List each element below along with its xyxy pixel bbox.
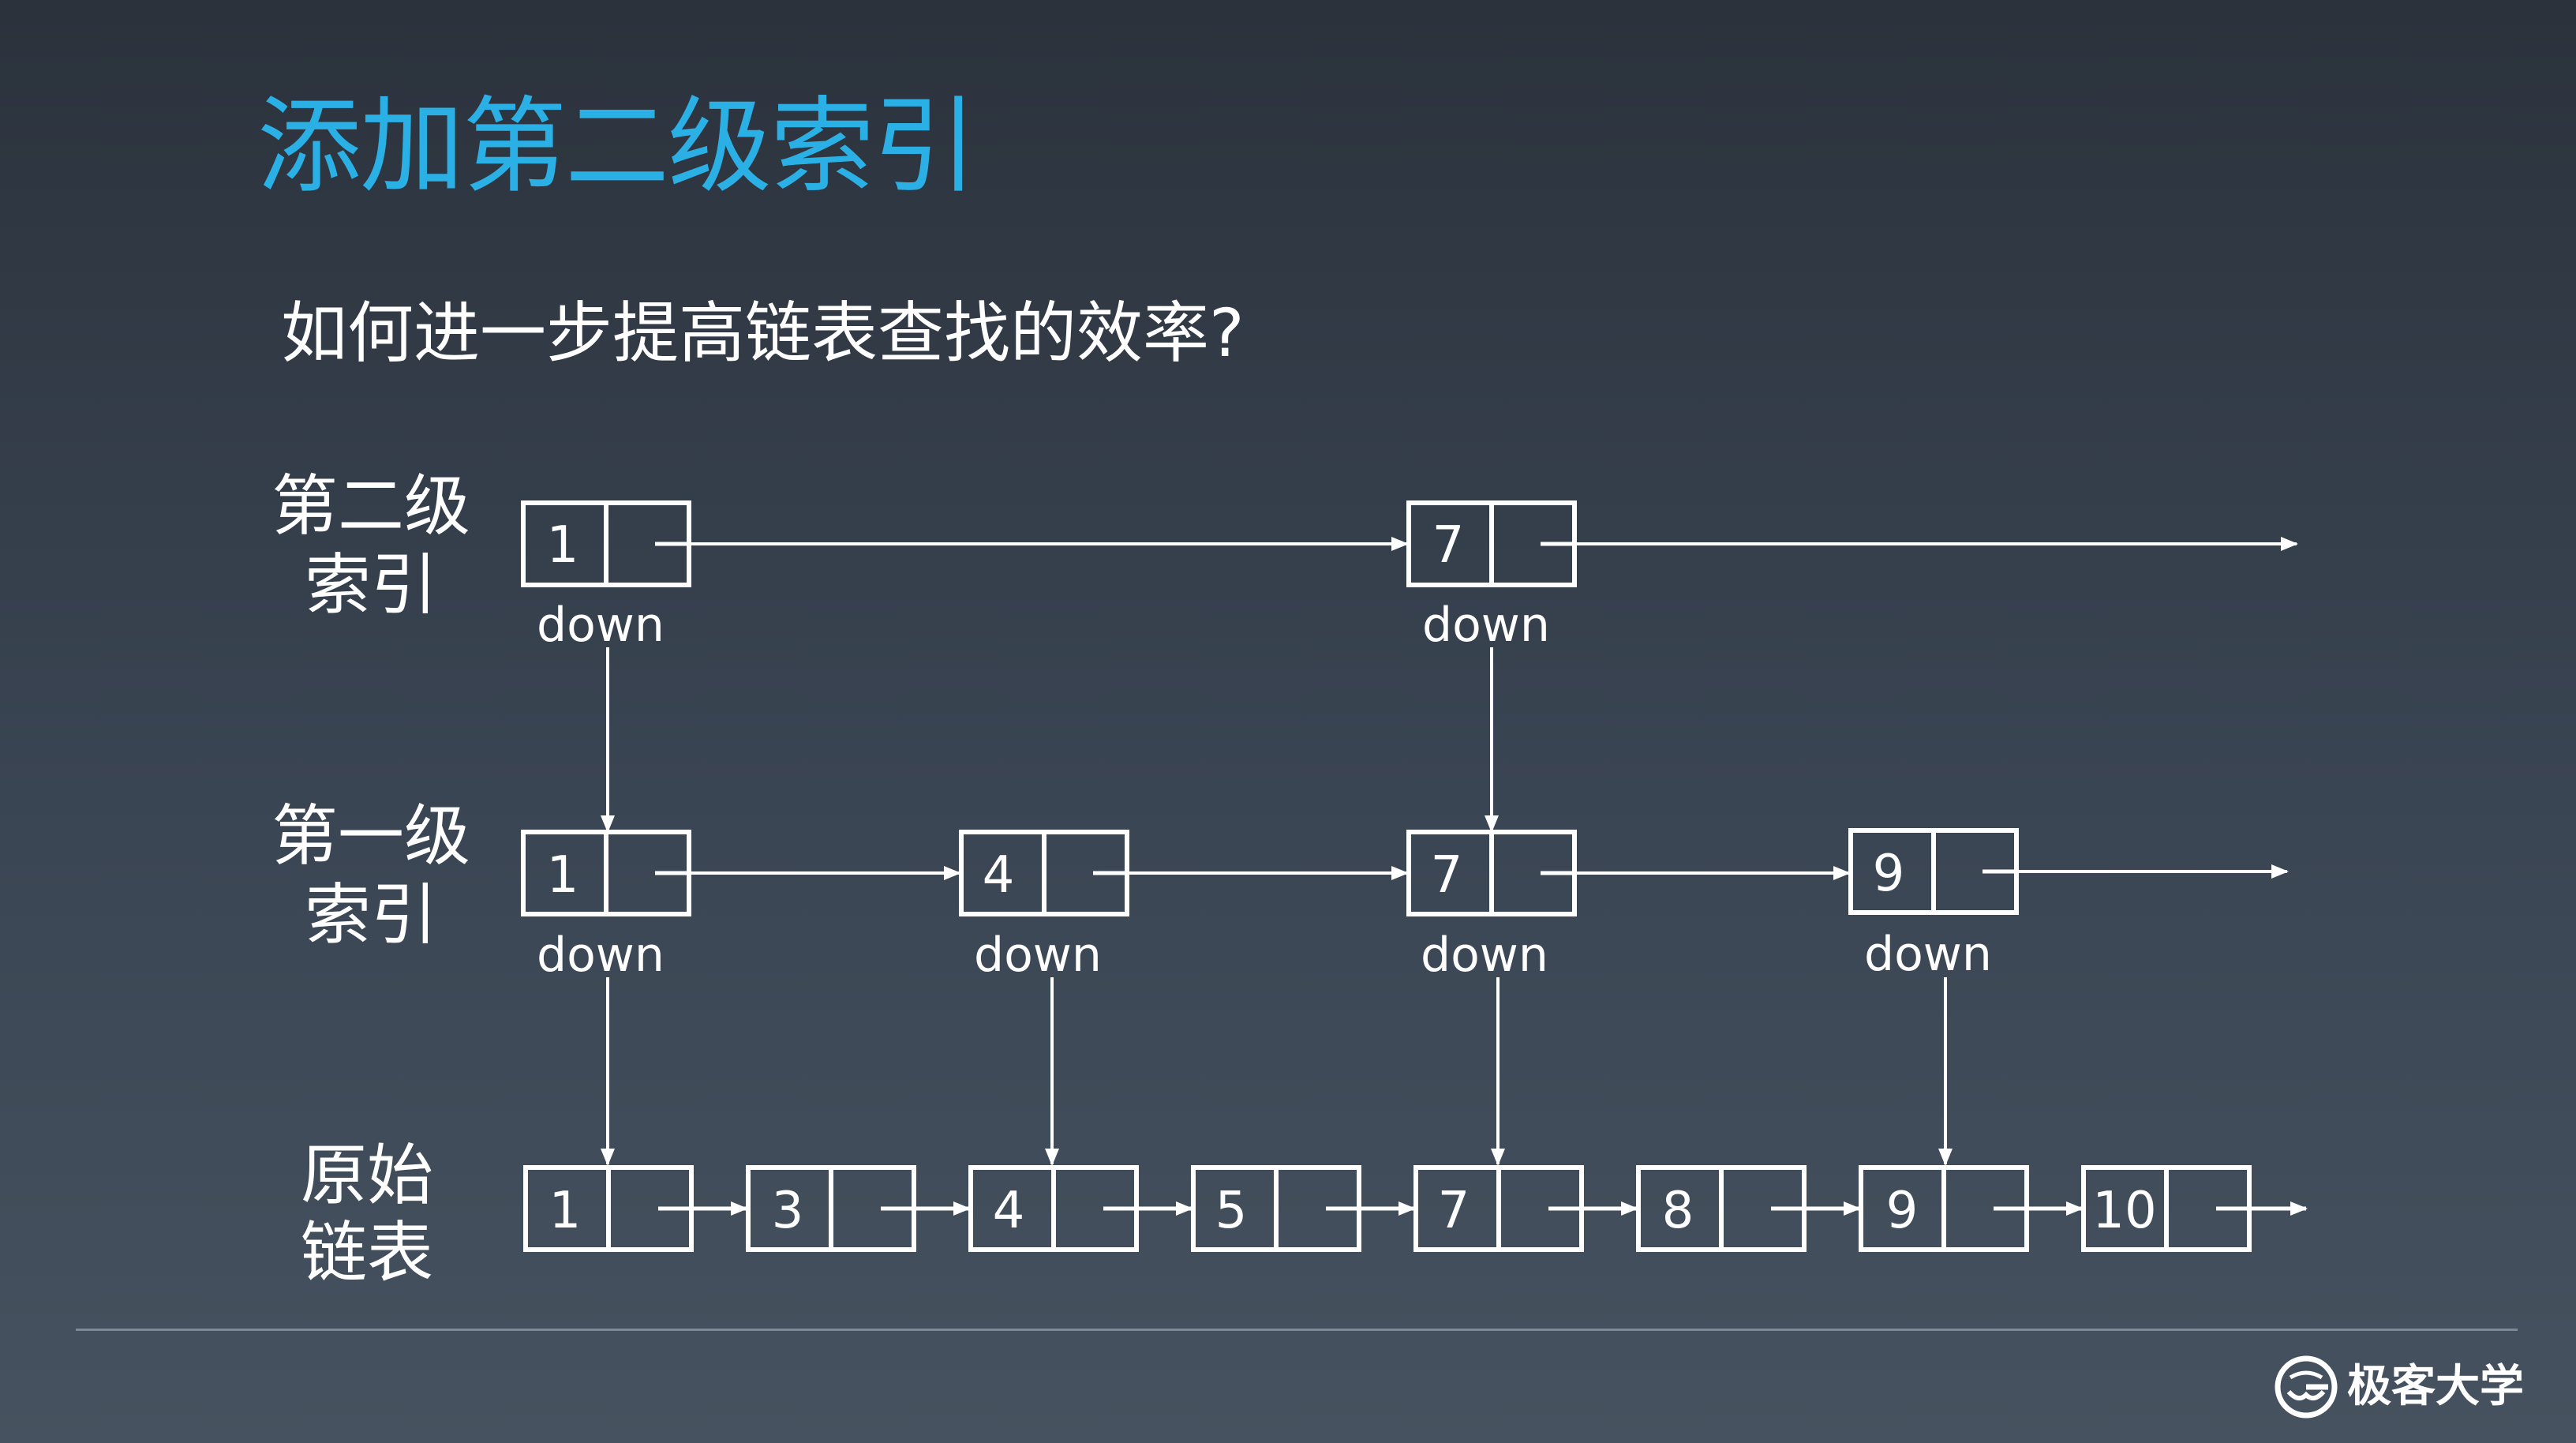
node-value: 1 <box>547 516 579 575</box>
brand-logo: 极客大学 <box>2273 1351 2524 1422</box>
level1-node: 9 <box>1848 828 2019 915</box>
level2-node: 7 <box>1406 500 1577 587</box>
level1-node: 1 <box>521 830 691 916</box>
level-label-line1: 原始 <box>301 1137 433 1214</box>
down-label: down <box>1864 927 1992 982</box>
down-label: down <box>537 928 665 983</box>
level2-node: 1 <box>521 500 691 587</box>
node-value: 3 <box>772 1182 804 1240</box>
down-label: down <box>974 928 1102 983</box>
node-value: 7 <box>1432 516 1465 575</box>
list-node: 1 <box>523 1165 694 1252</box>
footer-divider <box>76 1329 2518 1331</box>
node-value: 1 <box>547 846 579 905</box>
down-label: down <box>1421 928 1548 983</box>
list-node: 9 <box>1859 1165 2029 1252</box>
node-value: 5 <box>1215 1182 1248 1240</box>
node-value: 7 <box>1431 846 1463 905</box>
list-node: 3 <box>746 1165 916 1252</box>
node-value: 9 <box>1873 845 1905 903</box>
list-node: 10 <box>2081 1165 2252 1252</box>
down-label: down <box>1422 598 1550 653</box>
level1-node: 7 <box>1406 830 1577 916</box>
node-value: 4 <box>983 846 1015 905</box>
node-value: 4 <box>993 1182 1025 1240</box>
level-label-line1: 第一级 <box>271 797 470 875</box>
brand-name: 极客大学 <box>2347 1361 2524 1412</box>
page-title: 添加第二级索引 <box>257 86 977 208</box>
level-label-line1: 第二级 <box>271 467 470 545</box>
node-value: 9 <box>1886 1182 1919 1240</box>
down-label: down <box>537 598 665 653</box>
node-value: 1 <box>549 1182 582 1240</box>
level-label-line2: 链表 <box>301 1214 433 1291</box>
level-label-line2: 索引 <box>305 546 437 624</box>
node-value: 10 <box>2092 1182 2156 1240</box>
node-value: 8 <box>1662 1182 1694 1240</box>
page-subtitle: 如何进一步提高链表查找的效率? <box>281 294 1245 372</box>
level1-node: 4 <box>959 830 1129 916</box>
node-value: 7 <box>1438 1182 1470 1240</box>
level-label-line2: 索引 <box>305 876 437 954</box>
geek-logo-icon <box>2275 1355 2338 1419</box>
